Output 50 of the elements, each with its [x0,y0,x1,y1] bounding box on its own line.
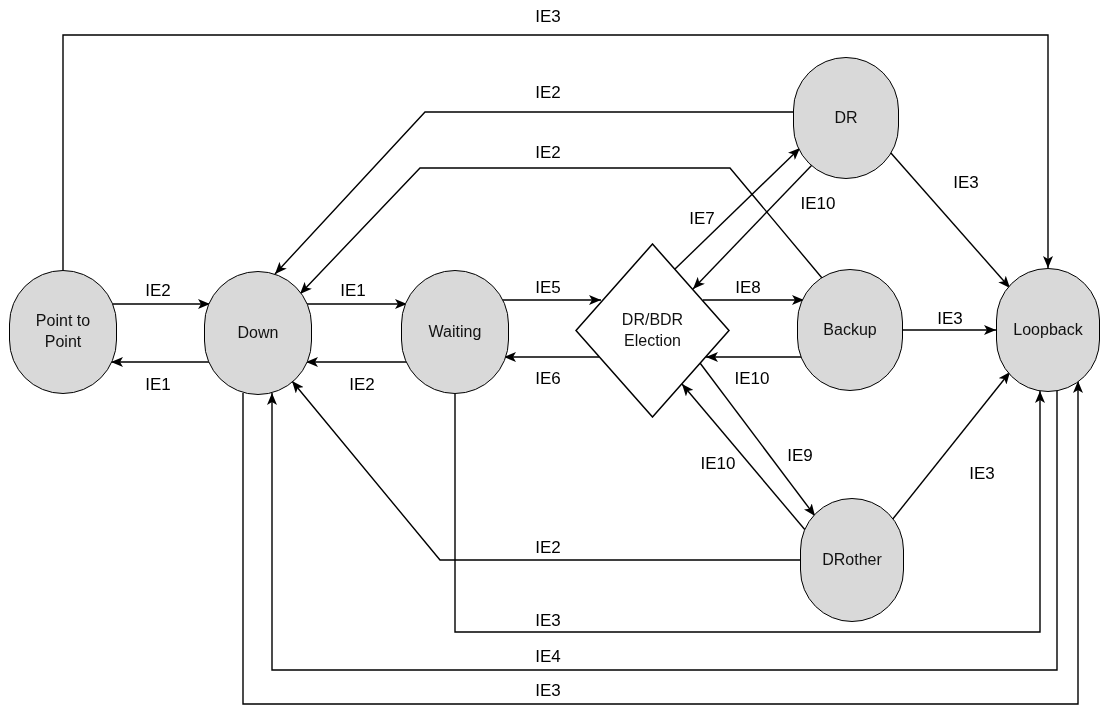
arrow [889,151,1011,289]
arrow [454,390,1045,633]
arrow [500,295,602,305]
state-name: DR [834,107,858,128]
arrow [902,325,997,335]
edge-label: IE3 [533,681,563,699]
edge-label: IE5 [533,278,563,296]
edge-label: IE2 [143,281,173,299]
edge-label: IE1 [338,281,368,299]
edge-label: IE3 [935,309,965,327]
arrow [242,380,1083,705]
arrow [110,299,211,309]
arrow [674,147,801,270]
arrow [702,295,805,305]
state-name: Loopback [1013,319,1083,340]
arrow [503,352,600,362]
edge-label: IE3 [533,611,563,629]
edge-label: IE1 [143,375,173,393]
edge-label: IE2 [533,143,563,161]
edge-label: IE2 [347,375,377,393]
arrow [699,362,816,517]
edge-label: IE2 [533,83,563,101]
edge-label: IE7 [687,209,717,227]
arrow [62,34,1053,271]
state-name: Point to Point [35,311,91,352]
arrow [291,380,801,561]
edge-label: IE9 [785,446,815,464]
arrow [110,357,211,367]
decision-diamond [575,243,730,418]
edge-label: IE3 [533,7,563,25]
edge-label: IE4 [533,647,563,665]
arrow [891,371,1011,521]
state-name: Backup [823,319,877,340]
arrow [299,167,823,295]
edge-label: IE8 [733,278,763,296]
arrow [305,357,408,367]
arrow [274,111,794,275]
state-name: Waiting [428,321,482,342]
state-name: DRother [822,549,882,570]
arrow [305,299,408,309]
edge-label: IE3 [967,464,997,482]
arrow [705,352,803,362]
edge-label: IE6 [533,369,563,387]
arrow [681,383,807,532]
state-name: DR/BDR Election [620,309,685,351]
arrow [692,164,813,290]
edge-label: IE3 [951,173,981,191]
edge-label: IE2 [533,538,563,556]
state-name: Down [237,322,279,343]
arrow [267,390,1058,671]
